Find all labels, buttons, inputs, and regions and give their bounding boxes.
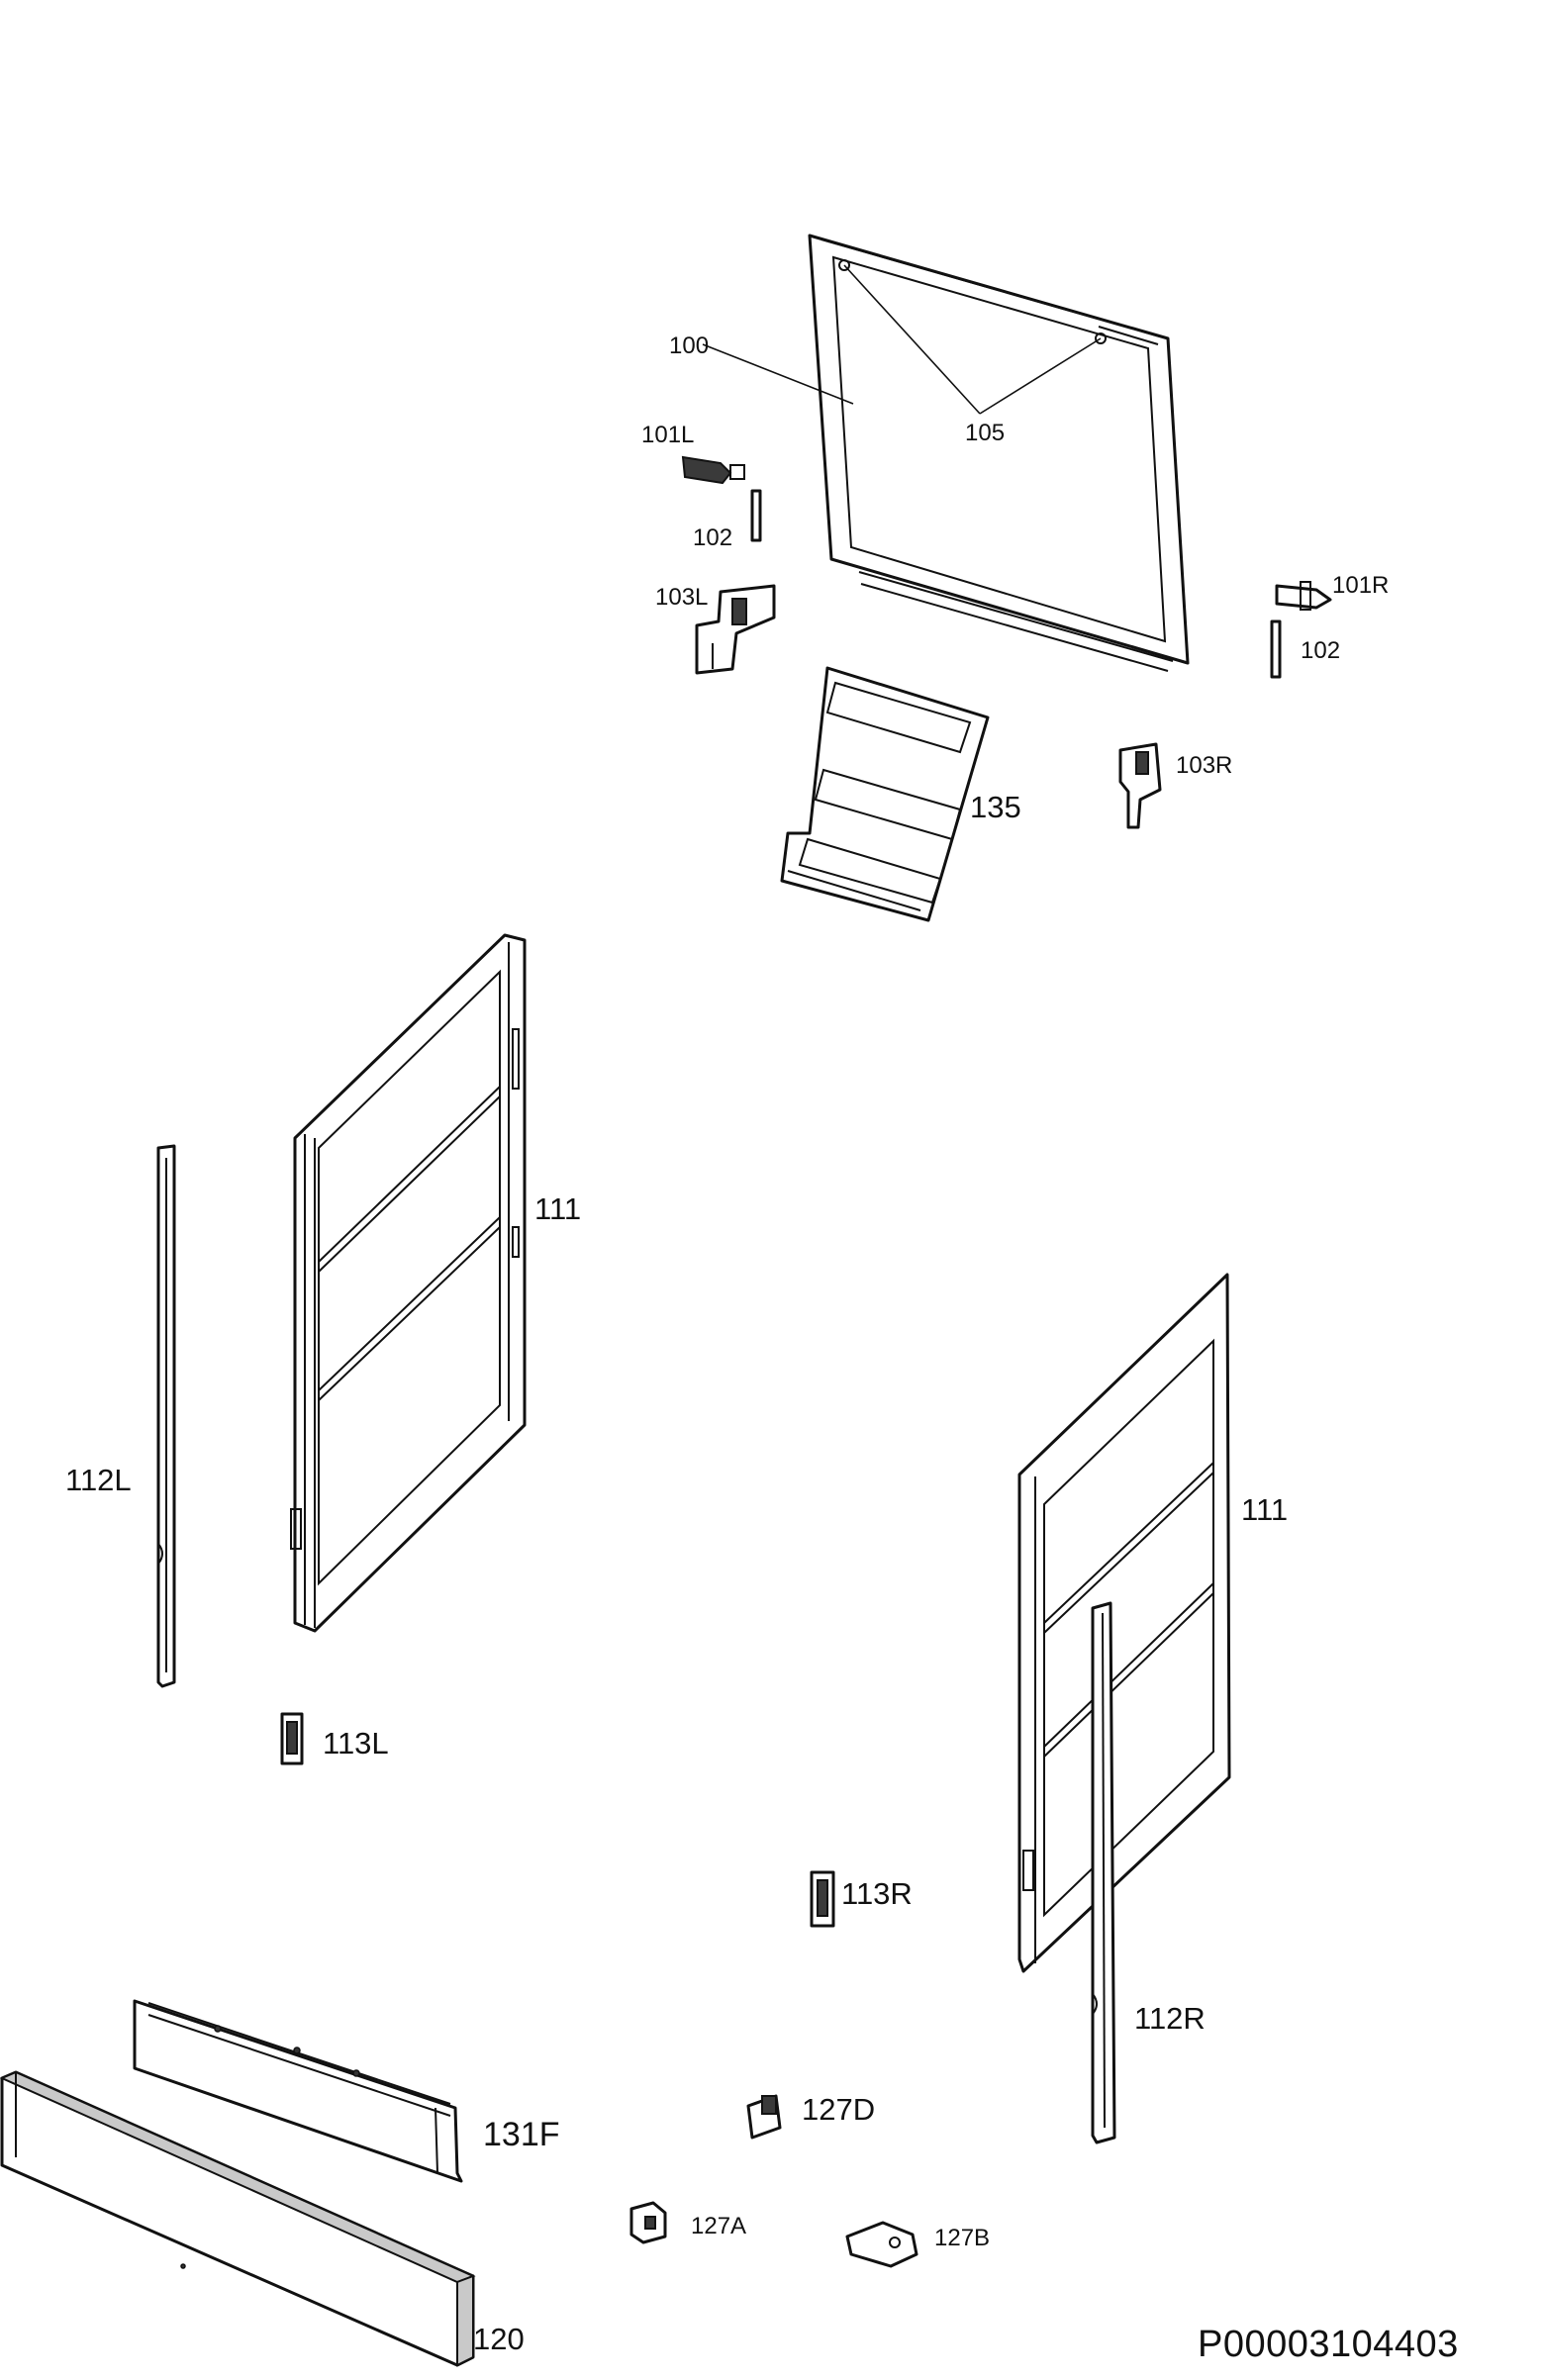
part-100-top-frame	[808, 234, 1190, 672]
label-101R: 101R	[1332, 572, 1390, 599]
label-131F: 131F	[483, 2116, 560, 2153]
label-120: 120	[473, 2322, 525, 2356]
label-112R: 112R	[1134, 2001, 1206, 2036]
part-112R-right-strip	[1091, 1601, 1116, 2144]
part-127D-clip	[746, 2094, 782, 2140]
part-102-left-rod	[750, 489, 762, 542]
part-112L-left-strip	[156, 1144, 176, 1688]
label-105: 105	[965, 420, 1006, 446]
label-100: 100	[669, 333, 710, 359]
label-103R: 103R	[1176, 752, 1233, 779]
label-111-left: 111	[534, 1191, 582, 1226]
part-102-right-rod	[1270, 619, 1282, 679]
part-101R-hinge-pin	[1275, 581, 1332, 611]
label-111-right: 111	[1241, 1492, 1289, 1527]
label-101L: 101L	[641, 422, 695, 448]
part-111-right-side-frame	[1017, 1273, 1231, 1973]
label-113R: 113R	[841, 1876, 913, 1911]
label-102-right: 102	[1301, 637, 1341, 664]
label-102-left: 102	[693, 524, 733, 551]
label-112L: 112L	[65, 1463, 132, 1497]
leader-lines-top	[702, 264, 1102, 415]
part-131F-front-rail	[133, 1999, 463, 2183]
part-135-vent-plate	[780, 666, 990, 922]
label-135: 135	[970, 790, 1021, 824]
part-103R-hinge-bracket	[1118, 742, 1162, 829]
part-113L-latch	[280, 1712, 304, 1765]
part-127A-clip	[629, 2201, 667, 2244]
label-127B: 127B	[934, 2225, 991, 2251]
part-120-kick-plate	[0, 2070, 476, 2367]
label-127A: 127A	[691, 2213, 747, 2239]
part-103L-hinge-bracket	[695, 584, 776, 675]
label-113L: 113L	[323, 1726, 389, 1761]
document-code: P00003104403	[1198, 2324, 1459, 2365]
label-127D: 127D	[802, 2092, 876, 2127]
part-113R-latch	[810, 1870, 835, 1928]
part-127B-clip	[845, 2221, 918, 2268]
part-111-left-side-frame	[290, 933, 527, 1633]
label-103L: 103L	[655, 584, 709, 611]
part-101L-hinge-pin	[681, 455, 745, 485]
